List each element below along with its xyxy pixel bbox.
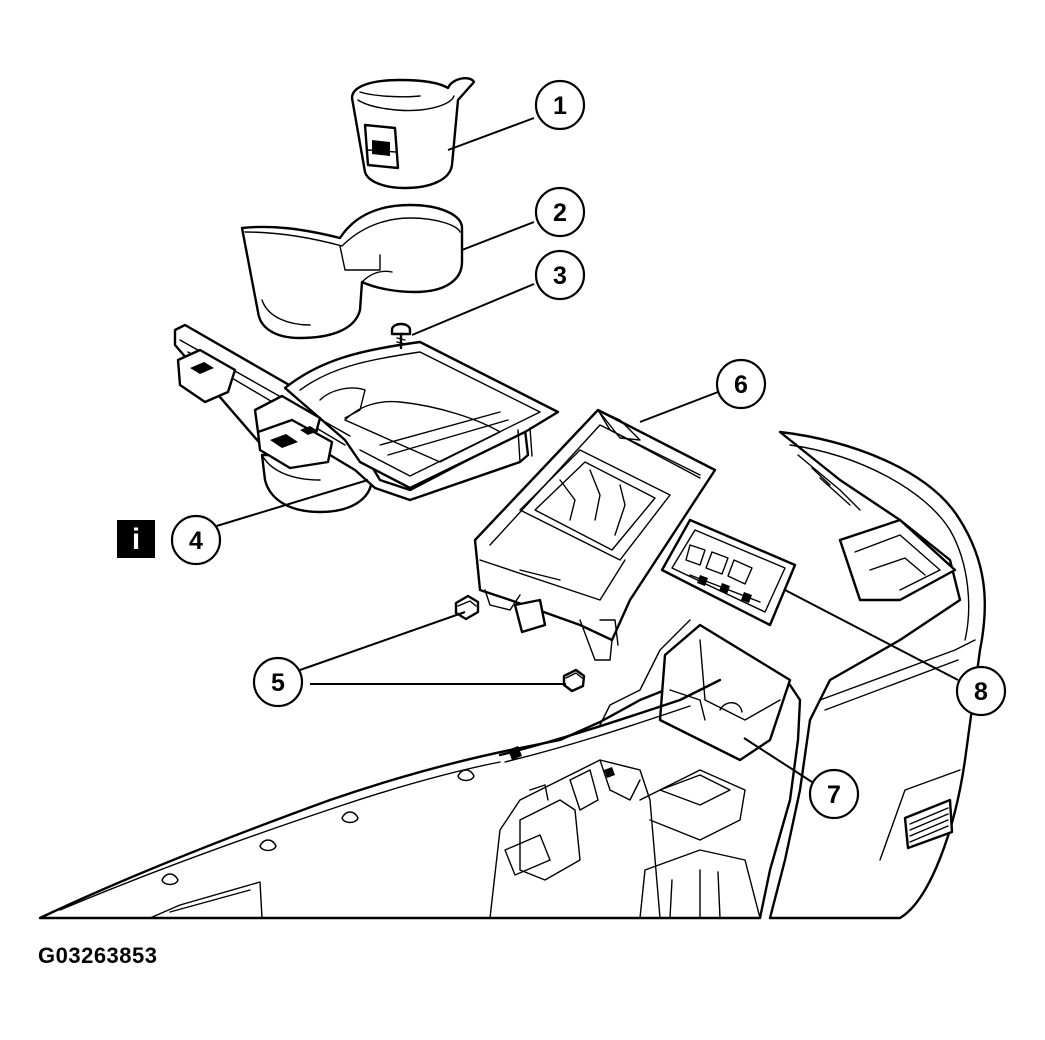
- callout-7-number: 7: [827, 781, 841, 809]
- callout-7-circle: [808, 768, 860, 820]
- figure-code: G03263853: [38, 943, 158, 968]
- callout-2: 2: [534, 186, 586, 238]
- callout-1-number: 1: [553, 92, 567, 120]
- callout-5-number: 5: [271, 669, 285, 697]
- callout-1: 1: [534, 79, 586, 131]
- callout-3-number: 3: [553, 262, 567, 290]
- callout-4-circle: [170, 514, 222, 566]
- part-6-bezel: [473, 408, 717, 661]
- callout-4-number: 4: [189, 527, 203, 555]
- callout-4: 4: [170, 514, 222, 566]
- part-8-switch-panel: [660, 518, 797, 627]
- part-1-cup-liner: [350, 76, 476, 190]
- callout-6: 6: [715, 358, 767, 410]
- callout-5-circle: [252, 656, 304, 708]
- callout-1-circle: [534, 79, 586, 131]
- callout-3: 3: [534, 249, 586, 301]
- info-icon[interactable]: i: [117, 520, 155, 558]
- callout-8: 8: [955, 665, 1007, 717]
- callout-5: 5: [252, 656, 304, 708]
- callout-2-circle: [534, 186, 586, 238]
- leader-lines: [209, 117, 959, 783]
- callout-7: 7: [808, 768, 860, 820]
- part-4-cupholder-housing: [173, 323, 560, 514]
- part-2-cup-insert: [240, 203, 464, 340]
- callout-8-number: 8: [974, 678, 988, 706]
- info-icon-glyph: i: [132, 523, 140, 556]
- callout-8-circle: [955, 665, 1007, 717]
- part-3-screw: [390, 322, 412, 350]
- callout-2-number: 2: [553, 199, 567, 227]
- callout-6-number: 6: [734, 371, 748, 399]
- callout-6-circle: [715, 358, 767, 410]
- callout-3-circle: [534, 249, 586, 301]
